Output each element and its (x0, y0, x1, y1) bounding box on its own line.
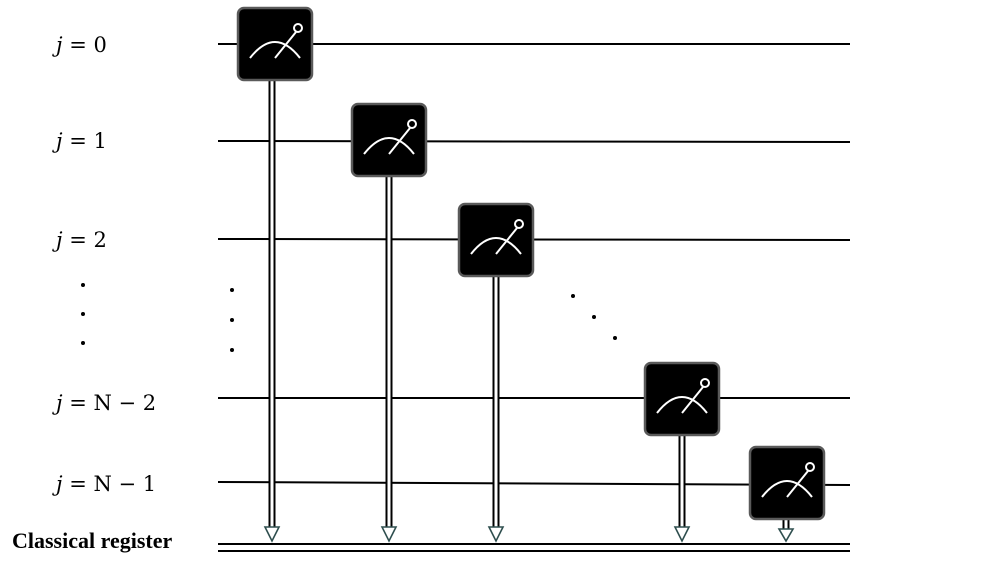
qubit-label-n-minus-2: j = N − 2 (52, 391, 156, 415)
measurement-gate-1 (350, 102, 428, 178)
diagonal-ellipsis (571, 294, 617, 340)
measurement-meter-icon (761, 462, 815, 498)
measurement-gates (236, 6, 826, 521)
label-ellipsis (81, 283, 85, 345)
measurement-gate-2 (457, 202, 535, 278)
measurement-meter-icon (363, 119, 417, 155)
wire-ellipsis (230, 288, 234, 352)
classical-register-wire (218, 543, 850, 552)
measurement-meter-icon (249, 23, 303, 59)
measurement-gate-n-minus-2 (643, 361, 721, 437)
qubit-label-1: j = 1 (52, 129, 107, 153)
measurement-meter-icon (470, 219, 524, 255)
qubit-label-2: j = 2 (52, 228, 107, 252)
measurement-gate-0 (236, 6, 314, 82)
qubit-wire-n-minus-1 (217, 481, 851, 486)
measurement-meter-icon (656, 378, 710, 414)
qubit-labels: j = 0 j = 1 j = 2 j = N − 2 j = N − 1 (52, 33, 156, 496)
connector-n-minus-2 (673, 434, 691, 543)
qubit-wire-1 (217, 140, 851, 143)
qubit-label-0: j = 0 (52, 33, 107, 57)
classical-connectors (263, 80, 795, 543)
classical-register-label: Classical register (12, 528, 173, 553)
connector-1 (380, 176, 398, 543)
connector-n-minus-1 (777, 518, 795, 543)
connector-0 (263, 80, 281, 543)
measurement-gate-n-minus-1 (748, 445, 826, 521)
qubit-label-n-minus-1: j = N − 1 (52, 472, 156, 496)
connector-2 (487, 276, 505, 543)
